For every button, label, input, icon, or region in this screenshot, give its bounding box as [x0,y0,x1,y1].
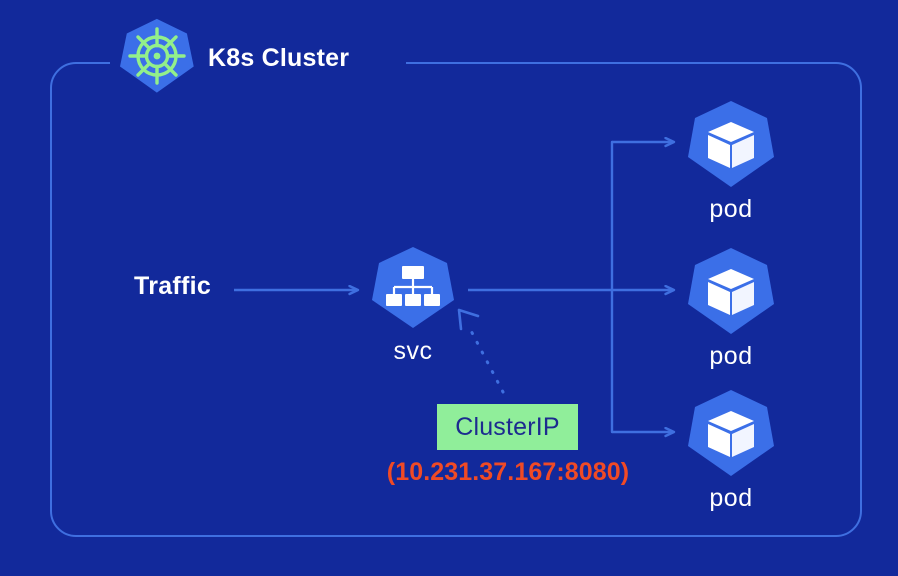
service-node[interactable]: svc [372,246,454,366]
clusterip-address: (10.231.37.167:8080) [386,458,630,486]
kubernetes-helm-wheel-icon [120,16,194,101]
pod-label: pod [709,484,753,512]
pod-label: pod [709,342,753,370]
cluster-header: K8s Cluster [120,16,349,101]
clusterip-label: ClusterIP [455,412,560,441]
pod-node-3[interactable]: pod [687,389,775,513]
pod-node-2[interactable]: pod [687,247,775,371]
pod-node-1[interactable]: pod [687,100,775,224]
pod-cube-icon [687,100,775,193]
service-label: svc [393,337,433,365]
cluster-title: K8s Cluster [208,44,350,72]
clusterip-badge[interactable]: ClusterIP [437,404,578,450]
pod-cube-icon [687,247,775,340]
pod-cube-icon [687,389,775,482]
traffic-label: Traffic [134,272,212,300]
service-hierarchy-icon [372,246,454,335]
dotted-arrow-icon [457,308,505,394]
pod-label: pod [709,195,753,223]
